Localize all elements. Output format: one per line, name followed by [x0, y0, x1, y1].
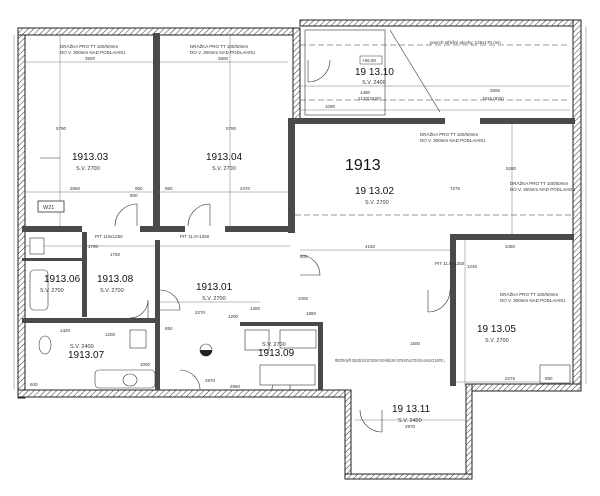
cabinet-icon [259, 364, 316, 386]
dim-label: 1300 [250, 306, 261, 311]
note-drazka: DO V. 300mm NAD PODLAHOU [510, 187, 575, 192]
dim-label: 1760 [110, 252, 121, 257]
note-drazka: DO V. 300mm NAD PODLAHOU [500, 298, 565, 303]
dim-label: 2870 [205, 378, 216, 383]
dim-label: 1000 [140, 362, 151, 367]
dim-label: 2120(3320) [358, 96, 382, 101]
dim-label: 2650 [70, 186, 81, 191]
room-1913-06-height: S.V. 2700 [40, 288, 64, 294]
detail-lines [40, 29, 575, 216]
dim-label: 2470 [240, 186, 251, 191]
dim-label: 2950 [230, 384, 241, 389]
dim-label: 2970 [405, 424, 416, 429]
dim-label: 1245 [467, 264, 478, 269]
note-terrace: povrch střešní plochy, 125x170 mm [430, 40, 501, 45]
dim-label: 5790 [56, 126, 67, 131]
note-drazka: DRÁŽKA PRO TT 100/50mm [190, 42, 248, 49]
dim-label: 1500 [410, 341, 421, 346]
note-drazka: DRÁŽKA PRO TT 100/50mm [510, 179, 568, 186]
room-1913-03-name: 1913.03 [72, 152, 109, 163]
unit-name: 1913 [345, 157, 381, 174]
dim-label: 1200 [105, 332, 116, 337]
room-1913-02-name: 19 13.02 [355, 186, 394, 197]
sink-icon [29, 237, 45, 255]
bathtub-icon [29, 269, 49, 311]
dim-label: 850 [545, 376, 553, 381]
room-1913-07-height: S.V. 2400 [70, 344, 94, 350]
dim-label: 7275 [450, 186, 461, 191]
dim-label: 950 [135, 186, 143, 191]
room-1913-06-name: 1913.06 [44, 274, 81, 285]
note-predstena: PŘEDSTĚNA (NAPŘ. SDK) BUDE SOUČÁSTÍ DODÁ… [335, 356, 445, 363]
dim-label: 3450 [505, 244, 516, 249]
dim-label: 1090 [325, 104, 336, 109]
dim-label: 800 [130, 193, 138, 198]
dim-label: 1650 [306, 311, 317, 316]
dim-label: 1480 [360, 90, 371, 95]
room-1913-11-height: S.V. 2400 [398, 418, 422, 424]
dim-label: 2275 [505, 376, 516, 381]
note-drazka: DRÁŽKA PRO TT 100/50mm [60, 42, 118, 49]
note-drazka: DO V. 300mm NAD PODLAHOU [420, 138, 485, 143]
dim-label: 3555 [490, 88, 501, 93]
note-pit: PIT 11.0+1250 [180, 234, 210, 239]
room-1913-08-name: 1913.08 [97, 274, 134, 285]
room-1913-05-name: 19 13.05 [477, 324, 516, 335]
dim-label: 1700 [88, 244, 99, 249]
note-drazka: DO V. 300mm NAD PODLAHOU [60, 50, 125, 55]
cabinet-icon [279, 329, 317, 349]
dim-label: 5260 [506, 166, 517, 171]
labels: 1913 1913.03 S.V. 2700 3500 5790 2650 95… [30, 40, 575, 429]
room-1913-09-name: 1913.09 [258, 348, 295, 359]
outer-walls [17, 19, 582, 399]
dim-label: 3500 [85, 56, 96, 61]
dim-label: 1420 [60, 328, 71, 333]
dim-label: 1915 (925) [482, 96, 504, 101]
sink-icon [129, 329, 147, 349]
room-1913-01-name: 1913.01 [196, 282, 233, 293]
dim-label: 850 [165, 326, 173, 331]
dim-label: 1200 [228, 314, 239, 319]
note-pit: PIT 11.5+1250 [435, 261, 465, 266]
dim-label: 1000 [298, 296, 309, 301]
room-1913-10-name: 19 13.10 [355, 67, 394, 78]
dim-label: 3500 [218, 56, 229, 61]
room-1913-01-height: S.V. 2700 [202, 296, 226, 302]
shower-icon [244, 329, 270, 351]
room-1913-08-height: S.V. 2700 [100, 288, 124, 294]
level-box [359, 55, 383, 65]
note-drazka: DRÁŽKA PRO TT 100/50mm [420, 130, 478, 137]
level-mark: +55.00 [362, 58, 376, 63]
dim-label: 950 [165, 186, 173, 191]
room-1913-05-height: S.V. 2700 [485, 338, 509, 344]
room-1913-03-height: S.V. 2700 [76, 166, 100, 172]
room-1913-09-height: S.V. 2700 [262, 342, 286, 348]
dim-label: 5790 [226, 126, 237, 131]
doors [114, 59, 451, 433]
toilet-icon [38, 335, 52, 355]
fixtures [29, 237, 571, 389]
room-1913-04-name: 1913.04 [206, 152, 243, 163]
room-1913-07-name: 1913.07 [68, 350, 105, 361]
dim-label: 4150 [365, 244, 376, 249]
window-tag-box [37, 200, 65, 213]
window-tag: W21 [43, 205, 54, 211]
note-drazka: DRÁŽKA PRO TT 100/50mm [500, 290, 558, 297]
section-mark-icon [200, 350, 212, 356]
cabinet-icon [539, 364, 571, 384]
note-pit: PIT 110x1250 [95, 234, 123, 239]
toilet-icon [122, 373, 138, 387]
dim-label: 900 [300, 254, 308, 259]
dim-label: 2270 [195, 310, 206, 315]
room-1913-10-height: S.V. 2400 [362, 80, 386, 86]
dim-label: 600 [30, 382, 38, 387]
interior-walls [22, 33, 575, 480]
room-1913-11-name: 19 13.11 [392, 404, 431, 415]
room-1913-04-height: S.V. 2700 [212, 166, 236, 172]
note-drazka: DO V. 300mm NAD PODLAHOU [190, 50, 255, 55]
room-1913-02-height: S.V. 2700 [365, 200, 389, 206]
